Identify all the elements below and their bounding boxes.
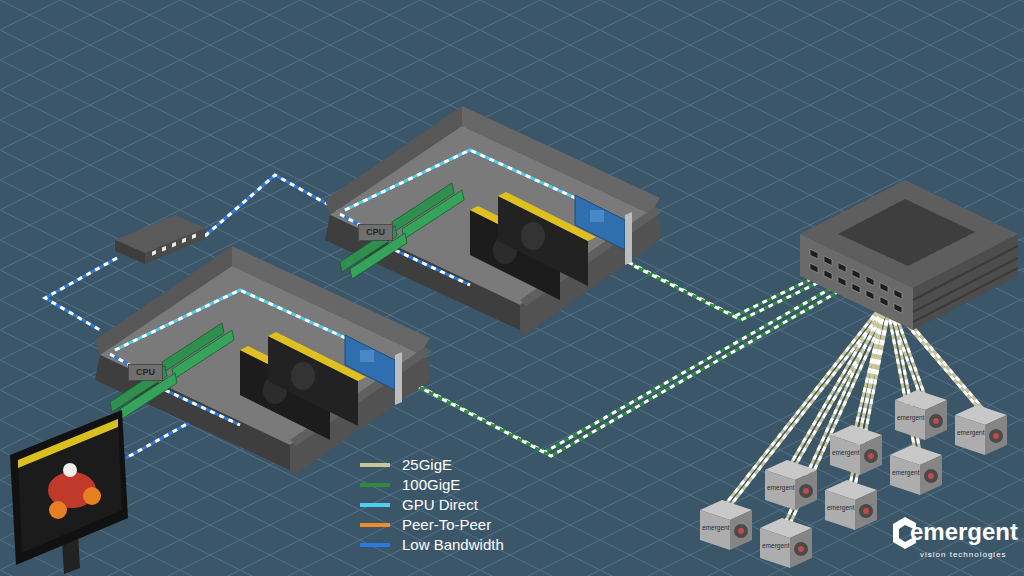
camera-brand: emergent (762, 542, 789, 550)
camera-brand: emergent (832, 449, 859, 457)
camera-brand: emergent (702, 524, 729, 532)
cpu-chip: CPU (358, 224, 393, 241)
legend-swatch (360, 463, 390, 467)
legend-text: 25GigE (402, 456, 452, 474)
legend-swatch (360, 503, 390, 507)
legend-swatch (360, 483, 390, 487)
camera-brand: emergent (897, 414, 924, 422)
logo-tagline: vision technologies (920, 550, 1007, 560)
chip-label: CPU (136, 367, 155, 378)
legend-swatch (360, 543, 390, 547)
logo-wordmark: emergent (910, 518, 1018, 546)
legend-text: Peer-To-Peer (402, 516, 491, 534)
legend-text: GPU Direct (402, 496, 478, 514)
camera-brand: emergent (767, 484, 794, 492)
cpu-chip: CPU (128, 364, 163, 381)
legend-text: 100GigE (402, 476, 460, 494)
camera-brand: emergent (892, 469, 919, 477)
legend-text: Low Bandwidth (402, 536, 504, 554)
camera-brand: emergent (827, 504, 854, 512)
chip-label: CPU (366, 227, 385, 238)
camera-brand: emergent (957, 429, 984, 437)
legend-swatch (360, 523, 390, 527)
